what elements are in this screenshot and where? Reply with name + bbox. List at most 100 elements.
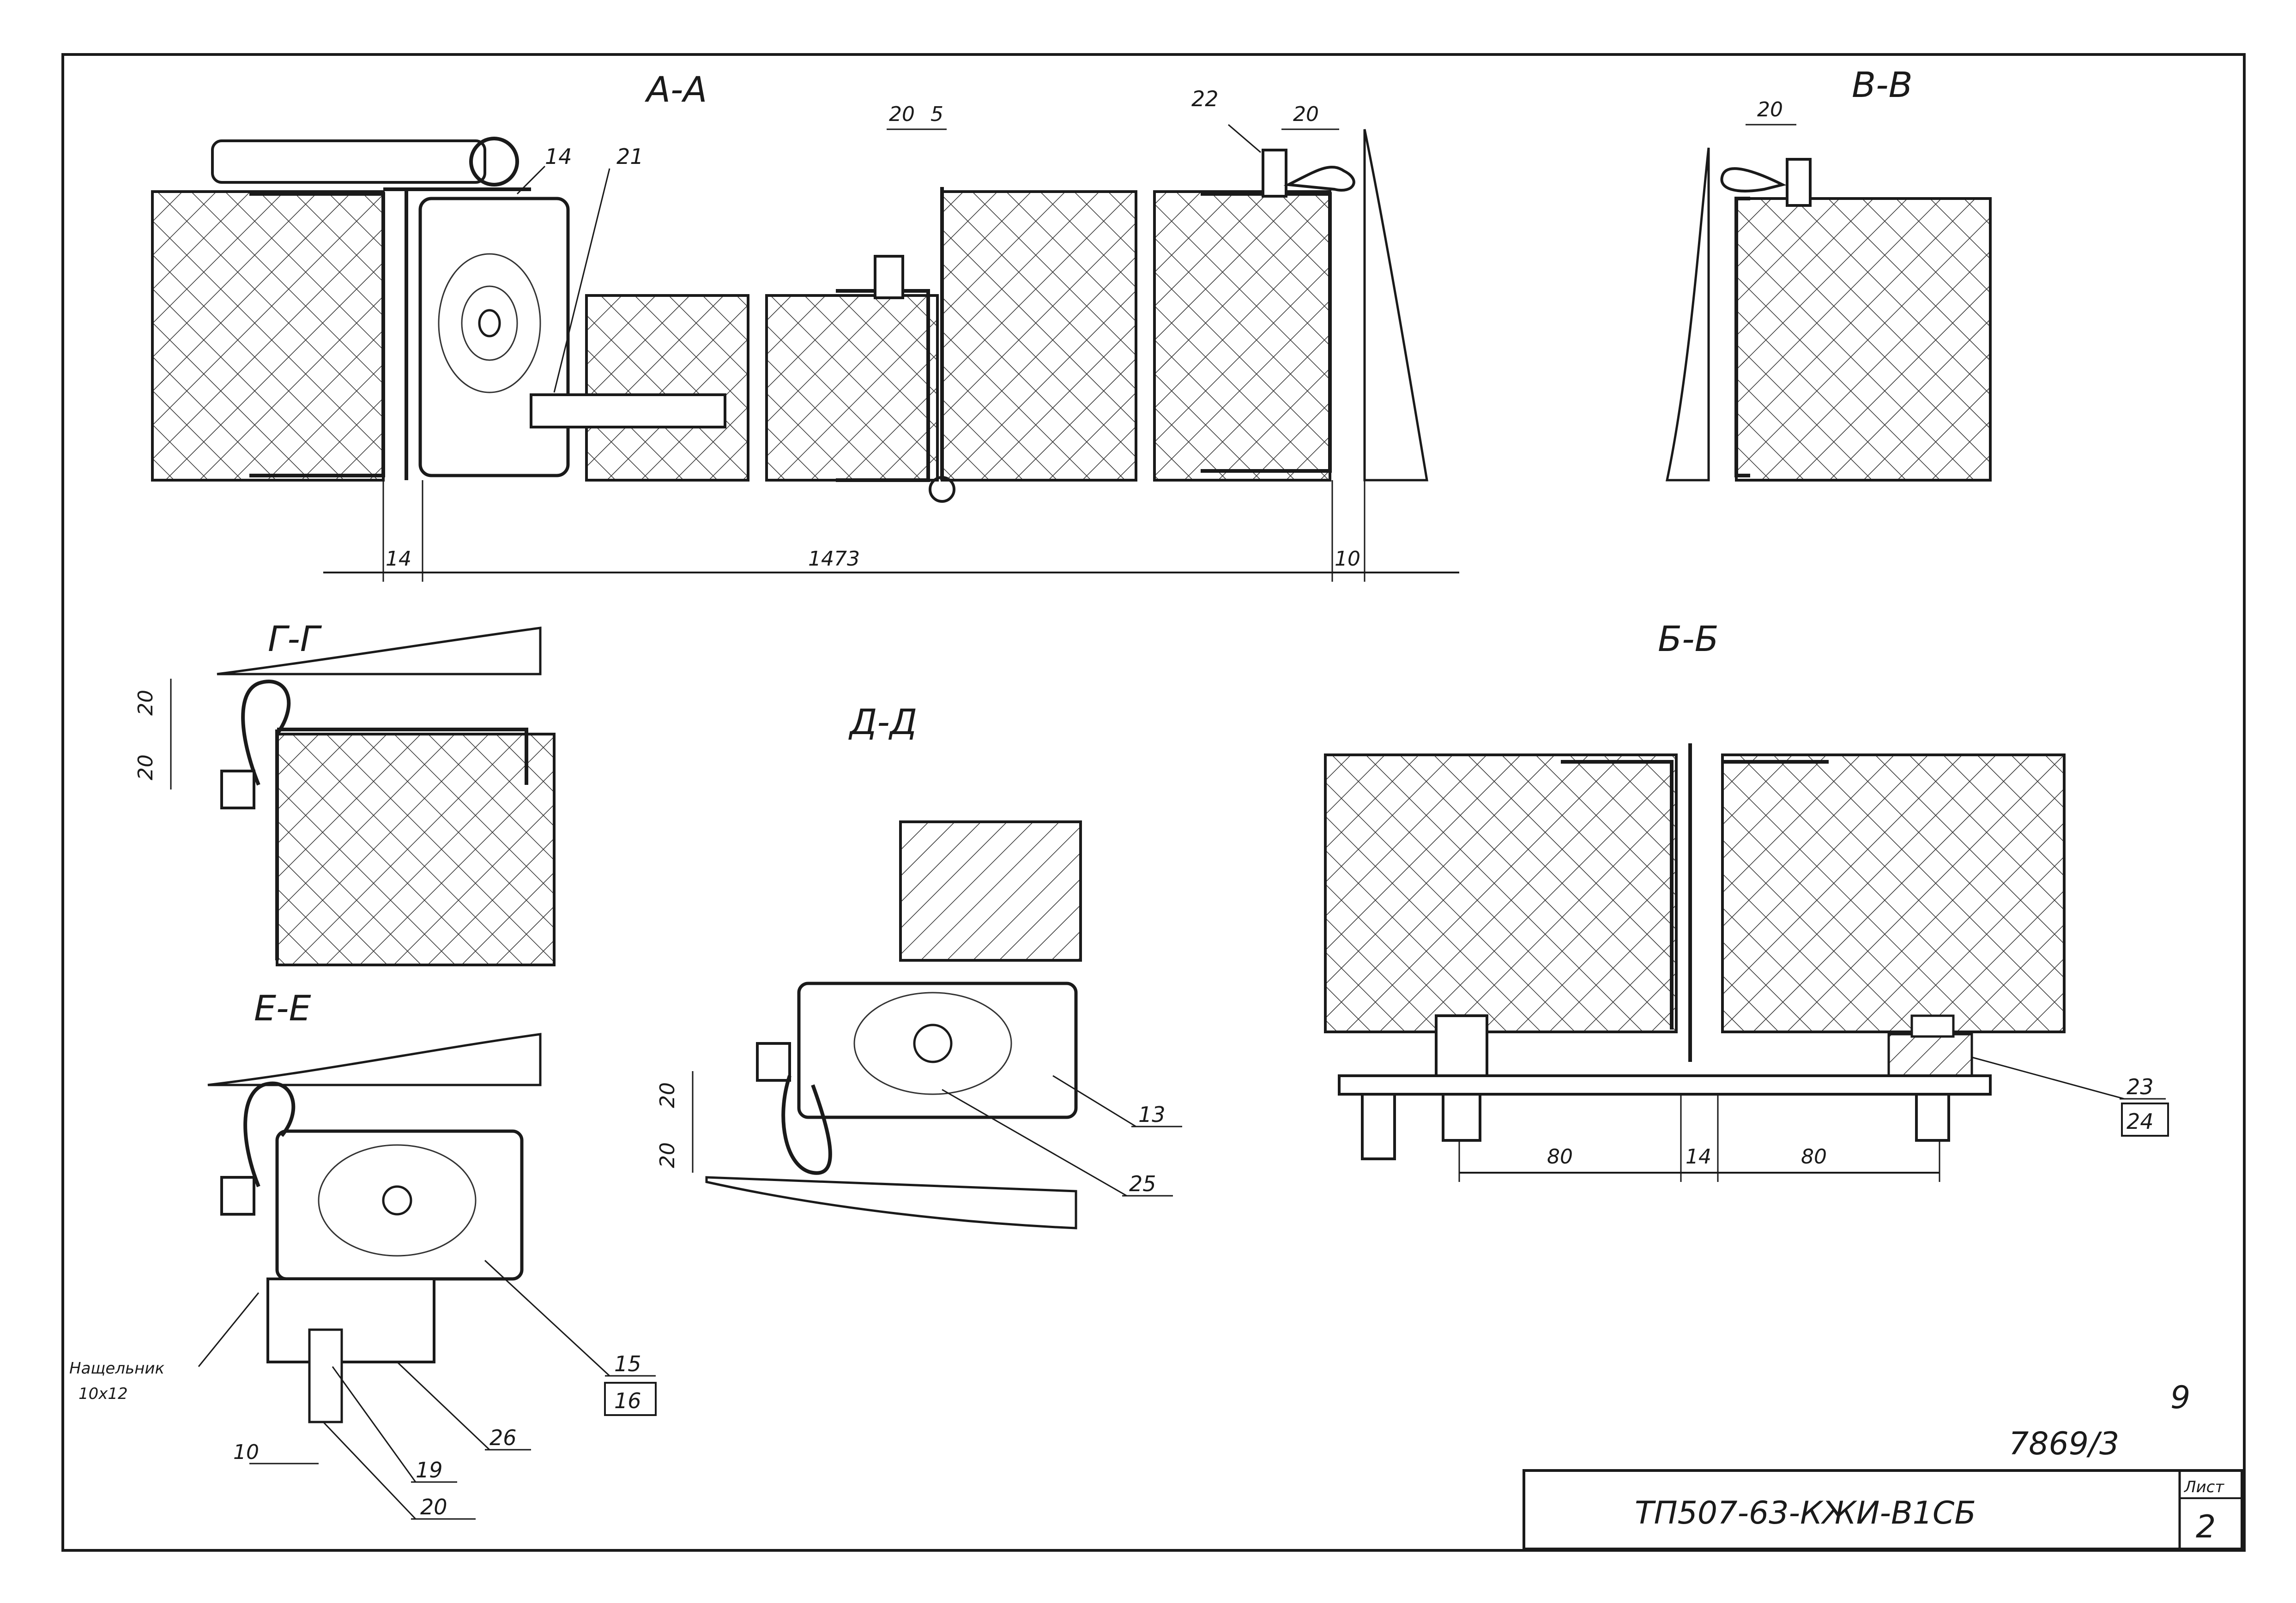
- handle-bar: [211, 139, 486, 184]
- dim-20: 20: [134, 754, 157, 780]
- dim-20: 20: [889, 102, 915, 126]
- leader-line: [396, 1361, 490, 1451]
- insulation-panel: [1721, 753, 2066, 1033]
- bolt: [220, 770, 255, 809]
- leader-line: [1052, 1075, 1136, 1127]
- frame-edge: [207, 1033, 542, 1086]
- wood-block: [275, 1129, 524, 1281]
- insulation-panel: [276, 733, 556, 966]
- frame-edge: [217, 627, 542, 675]
- rubber-seal: [1720, 167, 1787, 193]
- wood-strip: [266, 1278, 435, 1363]
- dim-1473: 1473: [808, 547, 860, 571]
- section-aa-title: А-А: [644, 69, 707, 110]
- leader-line: [198, 1292, 260, 1367]
- callout-15: 15: [614, 1351, 641, 1376]
- section-bb: Б-Б 80 14 80 23 24: [1324, 618, 2169, 1182]
- wood-block: [797, 982, 1078, 1119]
- handle-ring: [469, 137, 519, 187]
- insulation-panel: [1153, 190, 1331, 482]
- insulation-panel: [1735, 197, 1992, 482]
- document-code: ТП507-63-КЖИ-В1СБ: [1635, 1495, 1976, 1531]
- steel-channel: [275, 728, 528, 960]
- callout-23: 23: [2127, 1074, 2154, 1099]
- wood-grain: [318, 1144, 477, 1257]
- wood-block: [418, 197, 570, 477]
- t-profile: [383, 187, 531, 480]
- leader-line: [1228, 124, 1261, 153]
- insulation-panel: [151, 190, 385, 482]
- section-aa: А-А 14 1473: [151, 69, 1459, 582]
- wood-core: [382, 1185, 412, 1216]
- wood-grain: [461, 285, 518, 361]
- callout-20: 20: [420, 1495, 447, 1519]
- steel-channel: [1734, 197, 1750, 477]
- dim-5: 5: [930, 102, 943, 126]
- section-gg-title: Г-Г: [268, 618, 322, 659]
- nut: [1361, 1093, 1396, 1160]
- leader-line: [516, 165, 546, 195]
- sheet-number: 2: [2196, 1509, 2216, 1545]
- section-bb-title: Б-Б: [1658, 618, 1719, 659]
- leader-line: [553, 168, 610, 393]
- dim-20: 20: [1757, 98, 1783, 121]
- dim-80: 80: [1547, 1145, 1573, 1169]
- base-plate: [1338, 1074, 1992, 1096]
- nashchelnik-label: Нащельник: [69, 1359, 164, 1378]
- page-mark: 9: [2170, 1380, 2190, 1416]
- sheet-frame: [61, 53, 2246, 1552]
- steel-channel: [1561, 743, 1829, 1062]
- callout-24: 24: [2127, 1109, 2154, 1134]
- section-dd-title: Д-Д: [848, 701, 917, 742]
- callout-22: 22: [1191, 86, 1219, 111]
- wood-grain: [853, 992, 1012, 1095]
- dim-20: 20: [656, 1082, 679, 1108]
- callout-13: 13: [1138, 1102, 1166, 1127]
- callout-box: [2121, 1103, 2169, 1137]
- section-ee-title: Е-Е: [254, 988, 311, 1029]
- wood-core: [478, 309, 501, 337]
- washer-stack: [1887, 1033, 1973, 1077]
- nashchelnik-strip: [308, 1328, 343, 1423]
- bolt-rod: [530, 393, 726, 428]
- leader-line: [332, 1366, 417, 1482]
- steel-channel: [249, 192, 385, 477]
- callout-25: 25: [1129, 1171, 1156, 1196]
- section-dd: Д-Д 20 20 13 25: [656, 701, 1182, 1229]
- title-block-frame: [1523, 1469, 2243, 1550]
- frame-edge: [1665, 147, 1710, 482]
- insulation-panel: [941, 190, 1137, 482]
- dim-14: 14: [1686, 1145, 1711, 1169]
- sheet-label: Лист: [2183, 1478, 2224, 1496]
- section-vv: В-В 20: [1665, 64, 1992, 482]
- leader-line: [1971, 1056, 2125, 1100]
- nut: [1915, 1093, 1950, 1142]
- callout-14: 14: [545, 144, 572, 169]
- dim-20: 20: [1293, 102, 1319, 126]
- dim-10: 10: [1335, 547, 1360, 571]
- wood-core: [913, 1024, 953, 1063]
- nashchelnik-size: 10x12: [79, 1385, 128, 1403]
- bolt: [1786, 158, 1812, 207]
- callout-16: 16: [614, 1388, 641, 1413]
- frame-edge: [1363, 129, 1428, 482]
- rubber-seal: [781, 1075, 832, 1175]
- insulation-panel: [1324, 753, 1678, 1033]
- title-block: 9 7869/3 ТП507-63-КЖИ-В1СБ Лист 2: [1523, 1380, 2243, 1550]
- wood-grain: [438, 253, 541, 393]
- bolt-head: [1910, 1014, 1955, 1038]
- wood-panel: [899, 820, 1082, 962]
- bolt: [220, 1176, 255, 1216]
- callout-21: 21: [616, 144, 644, 169]
- bolt: [1262, 149, 1287, 198]
- bolt: [874, 255, 904, 299]
- section-vv-title: В-В: [1852, 64, 1913, 105]
- section-gg: Г-Г 20 20: [134, 618, 556, 966]
- bolt-head: [1435, 1014, 1488, 1077]
- dim-10: 10: [233, 1440, 259, 1464]
- insulation-panel: [585, 294, 749, 482]
- rubber-seal: [1283, 166, 1355, 192]
- leader-line: [942, 1089, 1127, 1197]
